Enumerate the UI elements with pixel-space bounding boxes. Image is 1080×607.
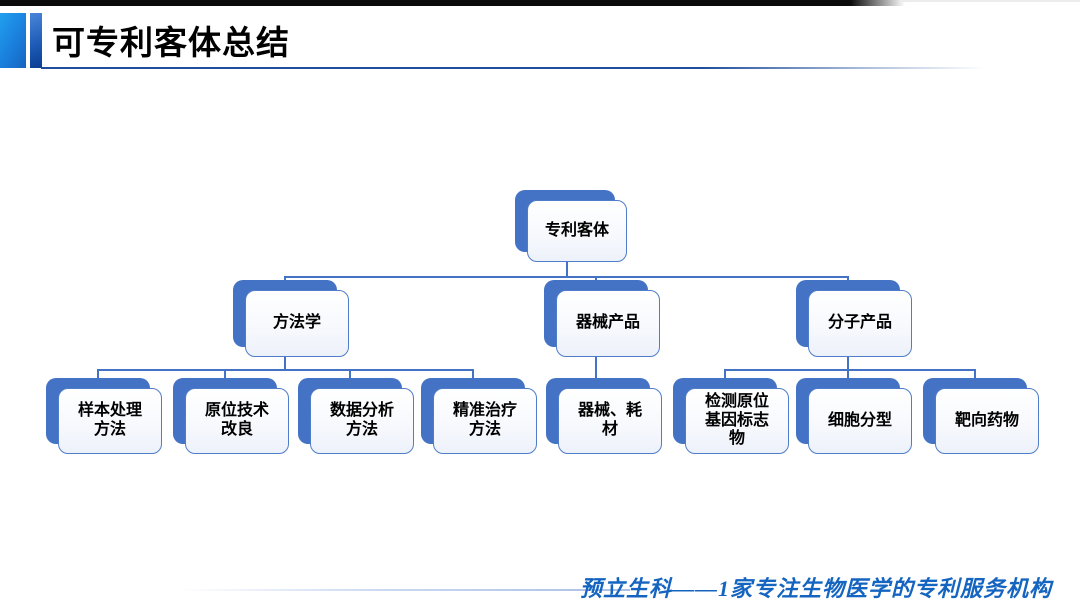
connector-methodology-drop	[284, 357, 286, 369]
node-label: 器械、耗材	[577, 402, 642, 438]
page-title: 可专利客体总结	[52, 24, 290, 61]
node-label: 分子产品	[827, 314, 892, 332]
node-label: 精准治疗方法	[452, 402, 517, 438]
node-face: 检测原位基因标志物	[685, 388, 789, 454]
org-node-leaf-sample-processing: 样本处理方法	[46, 378, 162, 454]
footer-tagline: 预立生科——1家专注生物医学的专利服务机构	[579, 576, 1052, 601]
node-face: 靶向药物	[935, 388, 1039, 454]
title-accent-bar-narrow	[30, 13, 42, 68]
org-node-leaf-data-analysis: 数据分析方法	[298, 378, 414, 454]
connector-stub-sample-processing	[97, 369, 99, 381]
org-node-leaf-targeted-drugs: 靶向药物	[923, 378, 1039, 454]
connector-stub-in-situ-improvement	[224, 369, 226, 381]
node-label: 专利客体	[544, 221, 609, 239]
connector-stub-precision-therapy	[472, 369, 474, 381]
node-label: 样本处理方法	[77, 402, 142, 438]
org-node-branch-molecular-products: 分子产品	[796, 280, 912, 357]
connector-stub-cell-typing	[847, 369, 849, 381]
org-node-leaf-instruments-consumables: 器械、耗材	[546, 378, 662, 454]
node-face: 方法学	[245, 290, 349, 357]
connector-stub-targeted-drugs	[974, 369, 976, 381]
node-label: 靶向药物	[954, 411, 1019, 429]
node-face: 精准治疗方法	[433, 388, 537, 454]
title-underline	[41, 67, 985, 69]
node-face: 细胞分型	[808, 388, 912, 454]
org-node-root: 专利客体	[515, 190, 627, 262]
node-face: 样本处理方法	[58, 388, 162, 454]
node-label: 数据分析方法	[329, 402, 394, 438]
node-label: 器械产品	[575, 314, 640, 332]
org-node-leaf-cell-typing: 细胞分型	[796, 378, 912, 454]
org-node-branch-methodology: 方法学	[233, 280, 349, 357]
node-label: 检测原位基因标志物	[704, 392, 769, 448]
connector-rail-level1	[284, 276, 848, 278]
node-face: 器械、耗材	[558, 388, 662, 454]
connector-stub-gene-markers	[724, 369, 726, 381]
connector-device-drop	[595, 357, 597, 381]
connector-stub-data-analysis	[349, 369, 351, 381]
org-node-leaf-gene-markers: 检测原位基因标志物	[673, 378, 789, 454]
node-label: 细胞分型	[827, 411, 892, 429]
node-label: 原位技术改良	[204, 402, 269, 438]
connector-rail-molecular	[724, 369, 975, 371]
connector-root-drop	[566, 262, 568, 277]
org-node-leaf-in-situ-improvement: 原位技术改良	[173, 378, 289, 454]
node-face: 分子产品	[808, 290, 912, 357]
node-face: 专利客体	[527, 200, 627, 262]
org-node-leaf-precision-therapy: 精准治疗方法	[421, 378, 537, 454]
org-node-branch-device-products: 器械产品	[544, 280, 660, 357]
top-black-bar	[0, 0, 905, 6]
node-face: 数据分析方法	[310, 388, 414, 454]
connector-molecular-drop	[847, 357, 849, 369]
footer-divider-line	[178, 589, 630, 591]
node-label: 方法学	[272, 314, 321, 332]
title-accent-bar-wide	[0, 13, 26, 68]
top-hairline	[900, 0, 1080, 2]
node-face: 器械产品	[556, 290, 660, 357]
connector-rail-methodology	[97, 369, 473, 371]
node-face: 原位技术改良	[185, 388, 289, 454]
